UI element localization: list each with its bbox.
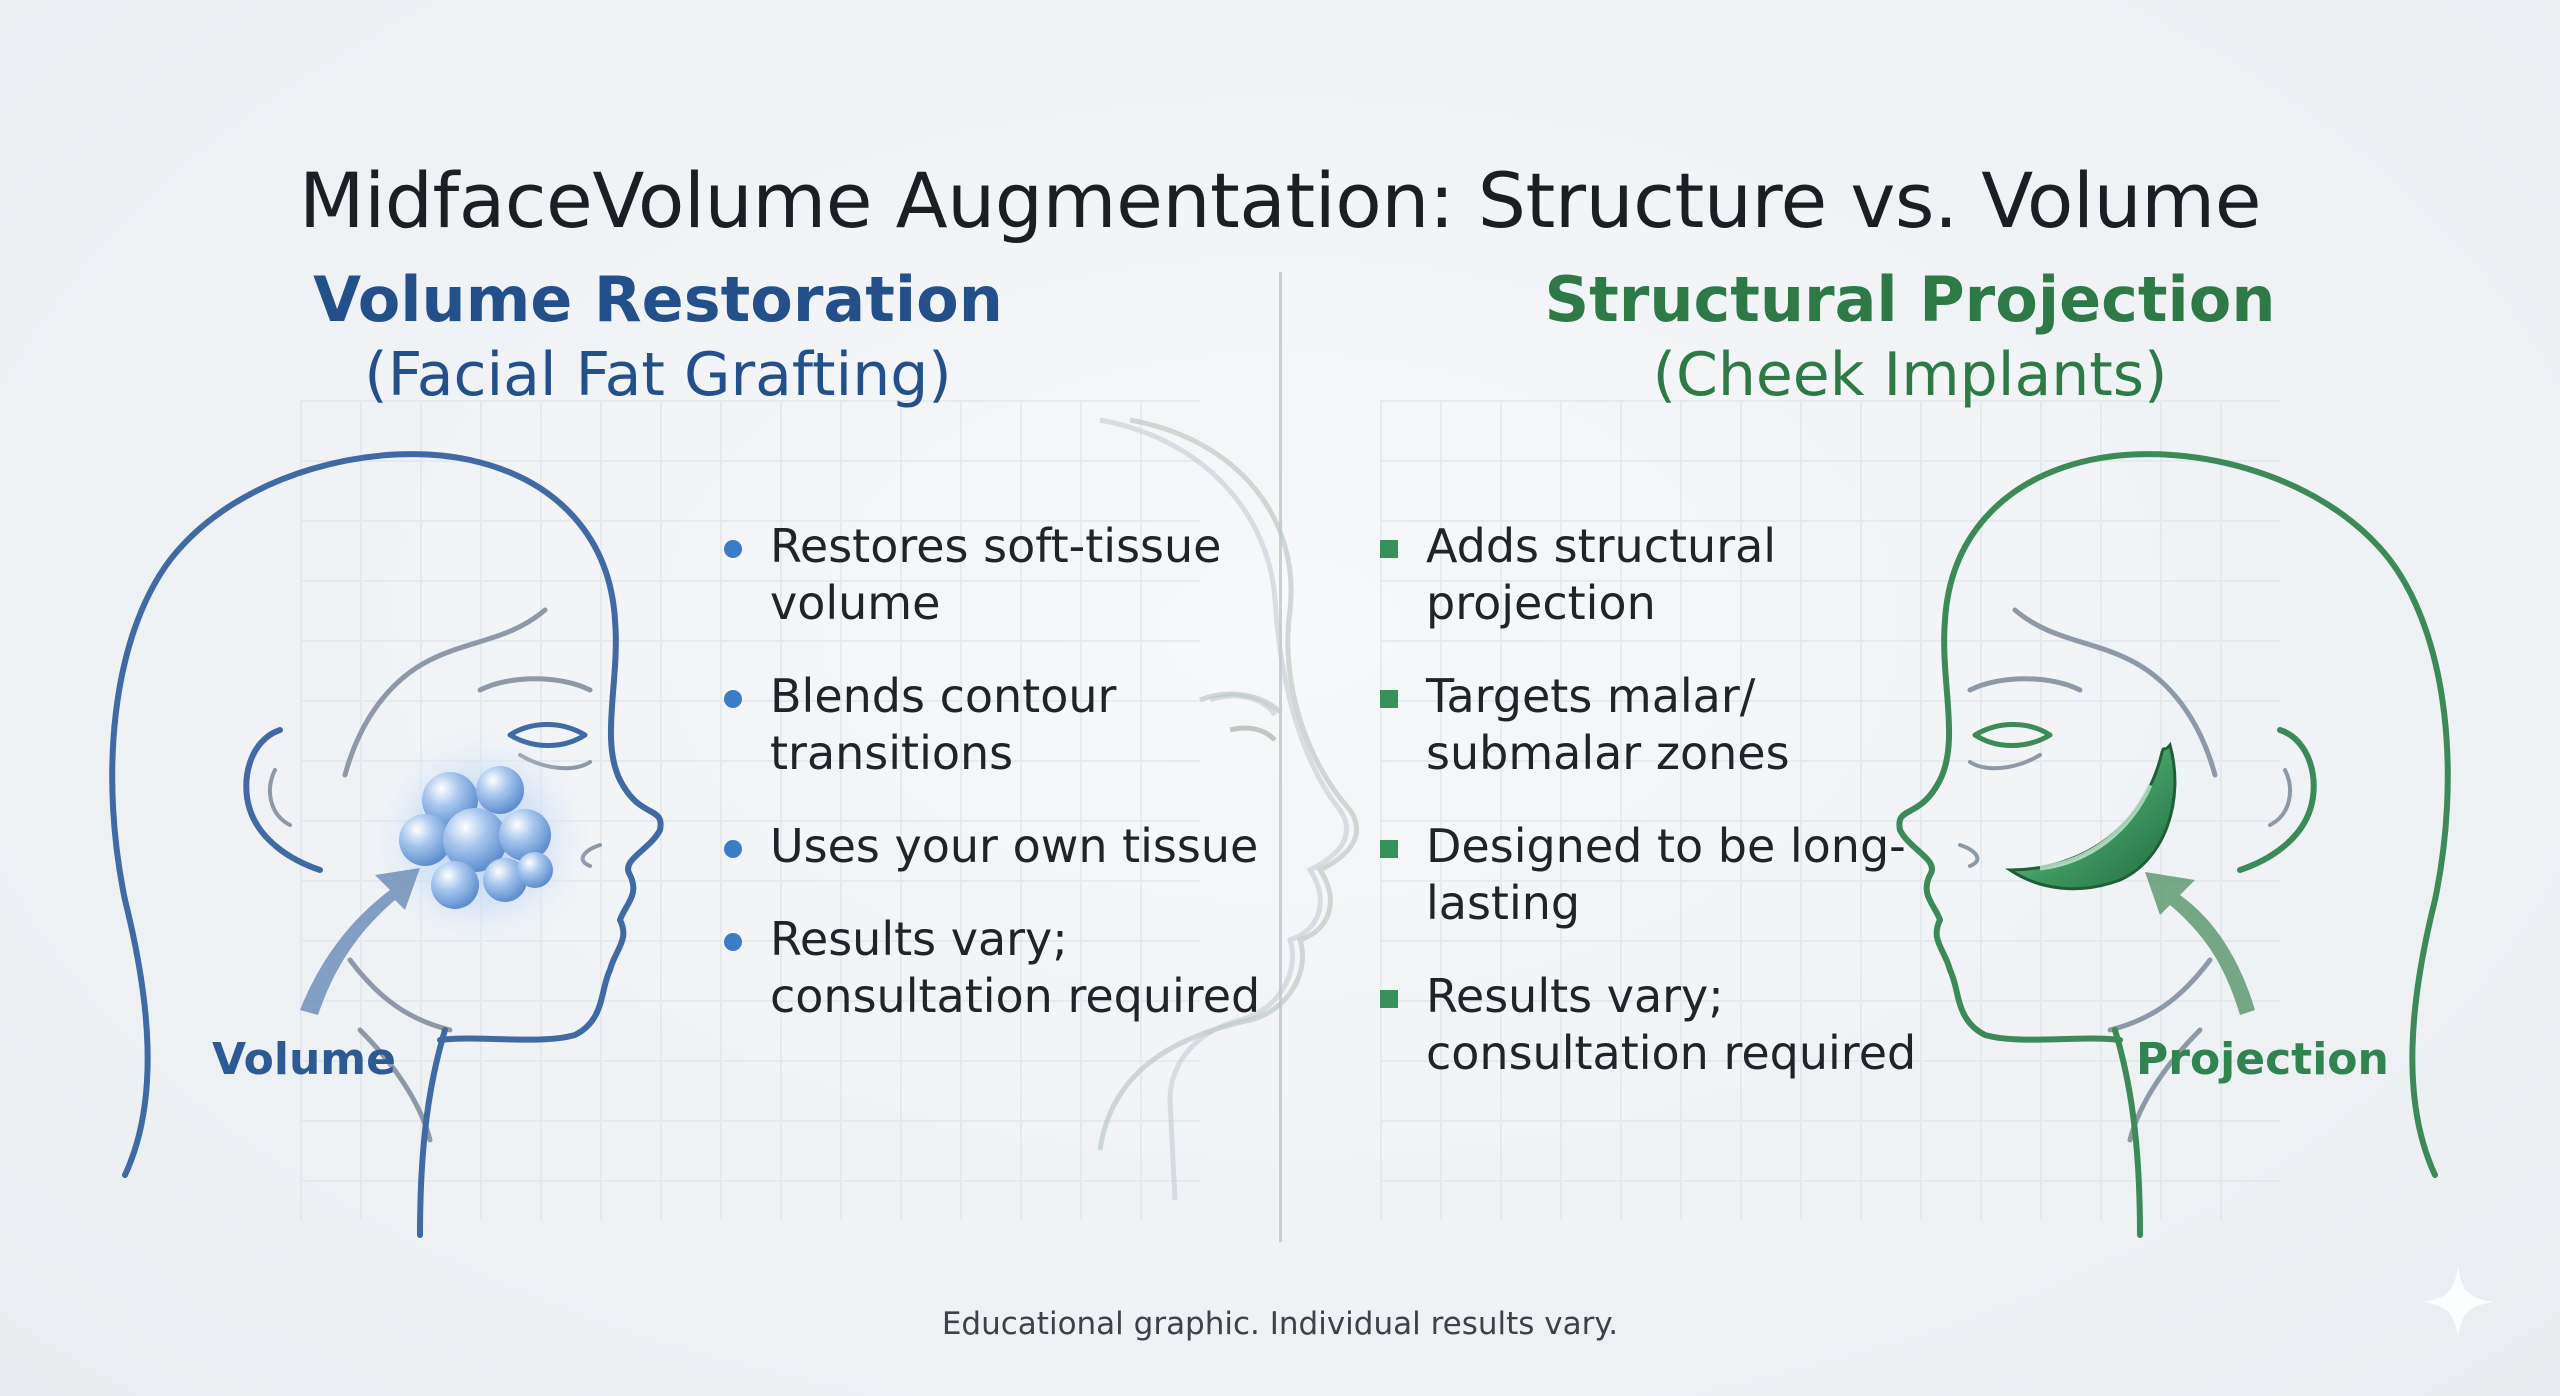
bullet-dot-icon: [724, 540, 742, 558]
left-bullet-list: Restores soft-tissue volume Blends conto…: [724, 518, 1284, 1061]
left-bullet-text: Restores soft-tissue volume: [770, 519, 1222, 630]
right-bullet-text: Designed to be long-lasting: [1426, 819, 1906, 930]
page-title: MidfaceVolume Augmentation: Structure vs…: [299, 155, 2261, 245]
left-bullet-text: Results vary; consultation required: [770, 912, 1261, 1023]
right-bullet-text: Targets malar/ submalar zones: [1426, 669, 1790, 780]
ghost-face-right: [1097, 417, 1359, 1151]
left-bullet-item: Results vary; consultation required: [724, 911, 1284, 1025]
right-bullet-list: Adds structural projection Targets malar…: [1380, 518, 1940, 1118]
bullet-dot-icon: [724, 933, 742, 951]
footer-disclaimer: Educational graphic. Individual results …: [941, 1306, 1619, 1342]
left-bullet-text: Uses your own tissue: [770, 819, 1259, 873]
bullet-dot-icon: [724, 690, 742, 708]
right-bullet-text: Adds structural projection: [1426, 519, 1777, 630]
volume-callout-label: Volume: [212, 1034, 396, 1085]
right-bullet-text: Results vary; consultation required: [1426, 969, 1917, 1080]
right-bullet-item: Adds structural projection: [1380, 518, 1940, 632]
left-bullet-item: Restores soft-tissue volume: [724, 518, 1284, 632]
left-heading-title: Volume Restoration: [313, 263, 1003, 336]
right-bullet-item: Designed to be long-lasting: [1380, 818, 1940, 932]
bullet-square-icon: [1380, 690, 1398, 708]
left-bullet-item: Blends contour transitions: [724, 668, 1284, 782]
sparkle-icon: [2422, 1266, 2494, 1338]
right-section-heading: Structural Projection (Cheek Implants): [1460, 262, 2360, 412]
left-bullet-item: Uses your own tissue: [724, 818, 1284, 875]
cheek-implant-icon: [2005, 741, 2177, 891]
bullet-square-icon: [1380, 990, 1398, 1008]
volume-arrow-icon: [300, 868, 420, 1015]
head-profile-right-icon: [1896, 451, 2451, 1238]
fat-cluster-icon: [370, 730, 590, 950]
bullet-square-icon: [1380, 840, 1398, 858]
right-heading-title: Structural Projection: [1544, 263, 2276, 336]
projection-arrow-icon: [2145, 872, 2255, 1015]
left-heading-subtitle: (Facial Fat Grafting): [364, 340, 952, 410]
projection-callout-label: Projection: [2136, 1034, 2389, 1085]
right-bullet-item: Results vary; consultation required: [1380, 968, 1940, 1082]
right-heading-subtitle: (Cheek Implants): [1652, 340, 2168, 410]
bullet-square-icon: [1380, 540, 1398, 558]
left-section-heading: Volume Restoration (Facial Fat Grafting): [208, 262, 1108, 412]
bullet-dot-icon: [724, 840, 742, 858]
left-bullet-text: Blends contour transitions: [770, 669, 1117, 780]
right-bullet-item: Targets malar/ submalar zones: [1380, 668, 1940, 782]
center-divider: [1279, 272, 1282, 1242]
